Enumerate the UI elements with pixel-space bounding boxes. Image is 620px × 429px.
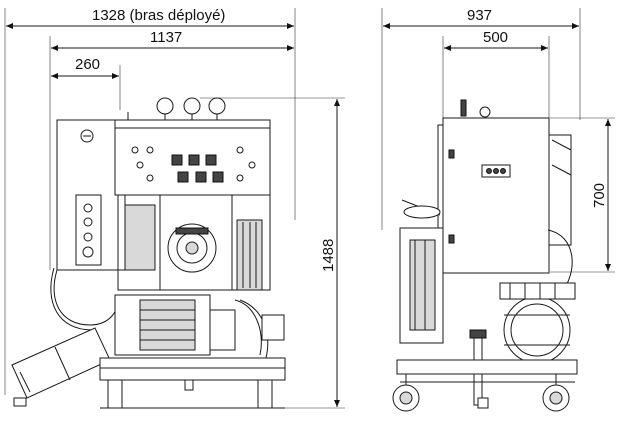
deployed-arm <box>11 327 111 407</box>
side-wheel-right <box>542 374 570 412</box>
side-base <box>396 359 578 375</box>
dim-1488-label: 1488 <box>320 239 337 272</box>
side-cabinet <box>442 117 550 274</box>
gauge-icon <box>83 203 93 213</box>
dimension-arm-260: 260 <box>51 56 121 110</box>
dimension-depth-937: 937 <box>381 7 581 230</box>
pump-wheel <box>167 223 217 273</box>
main-switch-icon <box>80 129 94 143</box>
dim-260-label: 260 <box>75 56 100 73</box>
lifting-eye-icon <box>479 106 491 118</box>
side-wheel-left <box>392 374 420 412</box>
side-view <box>392 99 578 412</box>
dimension-overall-width: 1328 (bras déployé) <box>4 7 296 395</box>
dimension-width-500: 500 <box>442 29 550 118</box>
pump-frame <box>117 194 271 291</box>
base-frame <box>99 357 286 381</box>
dim-937-label: 937 <box>467 7 492 24</box>
front-view <box>11 97 286 409</box>
panel-knobs <box>131 146 256 183</box>
motor <box>114 294 236 356</box>
hose-loop <box>53 269 119 326</box>
dim-1137-label: 1137 <box>150 29 182 46</box>
pressure-gauges <box>127 97 226 120</box>
front-wheel-right <box>257 379 273 409</box>
control-panel <box>75 194 102 266</box>
dim-700-label: 700 <box>591 183 608 208</box>
side-motor <box>499 282 576 364</box>
side-hopper <box>399 199 444 344</box>
dimension-width-1137: 1137 <box>49 29 294 270</box>
dim-1328-label: 1328 (bras déployé) <box>92 7 225 24</box>
dimension-panel-700: 700 <box>550 117 615 273</box>
dim-500-label: 500 <box>483 29 508 46</box>
dimension-height-1488: 1488 <box>200 97 345 409</box>
front-wheel-left <box>107 379 123 409</box>
